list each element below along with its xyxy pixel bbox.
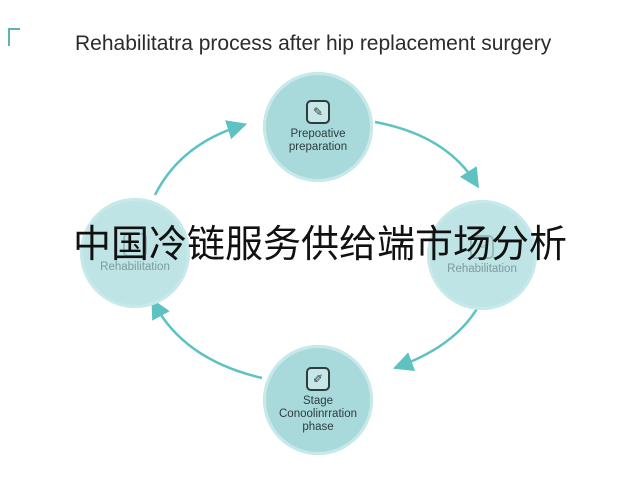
node-label-line: preparation xyxy=(288,141,348,153)
arrow-top-to-right xyxy=(374,120,480,189)
node-label-line: Prepoative xyxy=(290,128,346,140)
tools-icon: ✂ xyxy=(470,234,494,259)
node-label-line: Stage xyxy=(302,394,334,407)
node-label-line: Conoolinrration xyxy=(279,407,357,420)
overlay-heading: 中国冷链服务供给端市场分析 xyxy=(72,222,567,266)
heart-icon: ♡ xyxy=(123,232,147,257)
stage-node-rehabilitation-right: ✂ Rehabilitation xyxy=(427,200,537,310)
diagram-title: Rehabilitatra process after hip replacem… xyxy=(75,32,552,55)
edit-icon: ✐ xyxy=(306,366,330,391)
stage-node-rehabilitation-left: ♡ Rehabilitation xyxy=(80,198,190,308)
pencil-icon: ✎ xyxy=(306,100,330,124)
node-label-line: phase xyxy=(302,420,334,433)
node-label-line: Rehabilitation xyxy=(447,262,517,275)
stage-node-preoperative: ✎ Prepoative preparation xyxy=(263,72,373,182)
arrow-left-to-top xyxy=(153,120,248,196)
corner-bracket-decoration xyxy=(8,28,20,46)
arrow-bottom-to-left xyxy=(151,298,263,380)
node-label-line: Rehabilitation xyxy=(100,260,170,273)
stage-node-consolidation: ✐ Stage Conoolinrration phase xyxy=(263,345,373,455)
